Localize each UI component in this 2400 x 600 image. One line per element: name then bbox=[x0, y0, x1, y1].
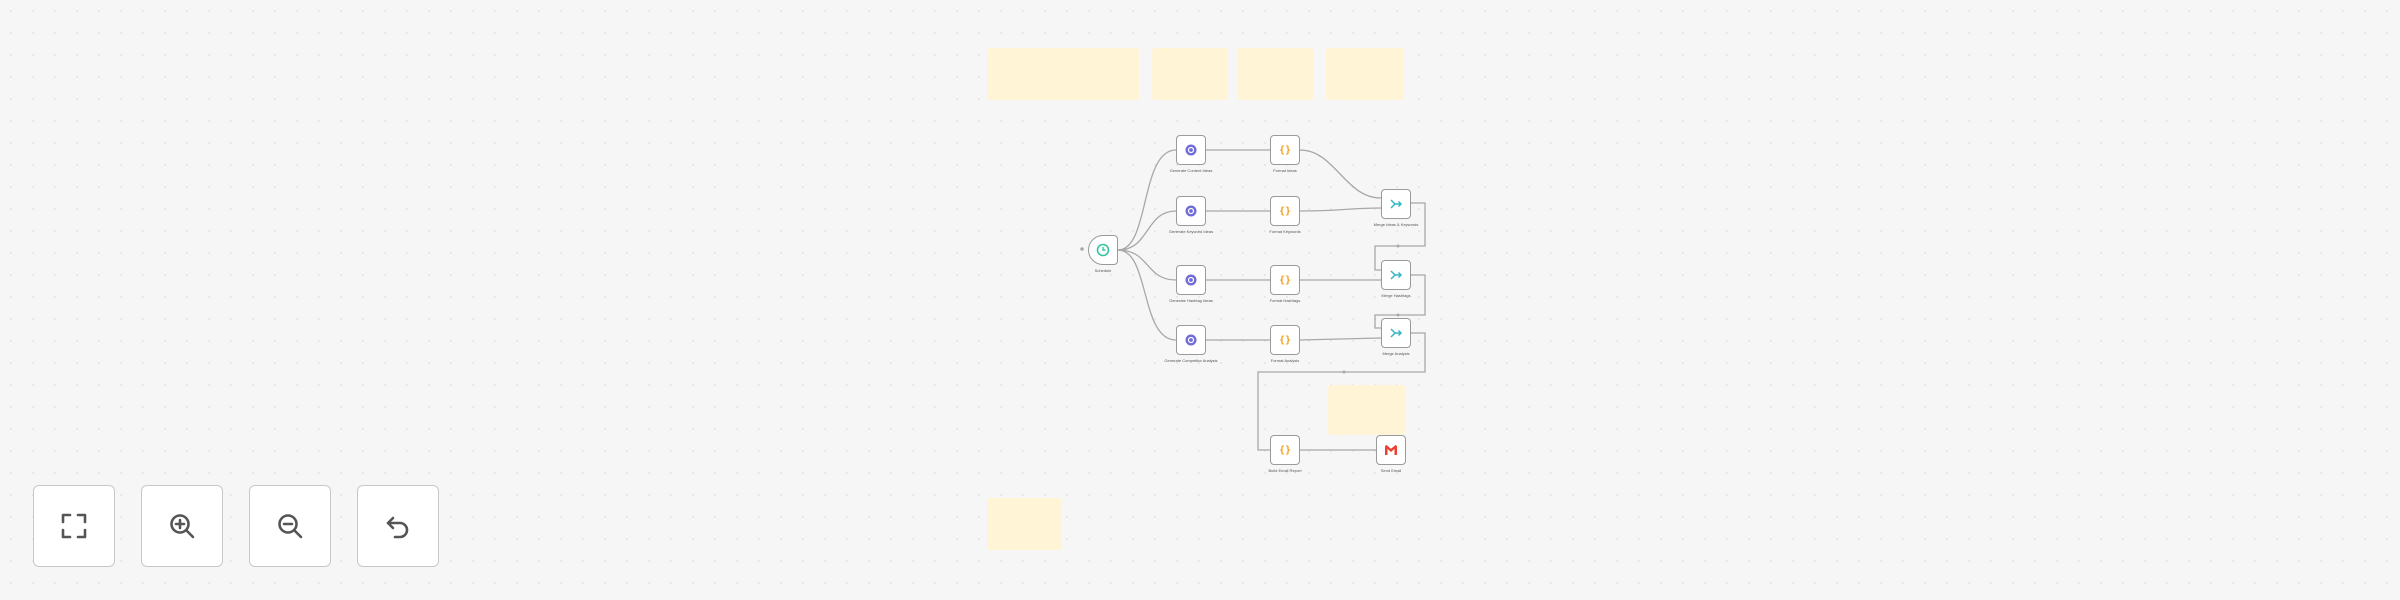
merge-icon bbox=[1390, 328, 1403, 338]
node-label: Merge Ideas & Keywords bbox=[1373, 222, 1419, 227]
merge-icon bbox=[1390, 270, 1403, 280]
sticky-note[interactable] bbox=[1328, 385, 1405, 435]
node-label: Build Email Report bbox=[1268, 468, 1302, 473]
node-merge-ideas-keywords[interactable] bbox=[1381, 189, 1411, 219]
connection bbox=[1117, 249, 1177, 341]
sticky-note[interactable] bbox=[987, 498, 1062, 550]
code-icon: {} bbox=[1278, 334, 1292, 346]
sticky-note[interactable] bbox=[1152, 48, 1228, 100]
node-send-email-gmail[interactable] bbox=[1376, 435, 1406, 465]
node-merge-hashtags[interactable] bbox=[1381, 260, 1411, 290]
connection bbox=[1257, 332, 1426, 451]
zoom-out-button[interactable] bbox=[249, 485, 331, 567]
node-format-ideas[interactable]: {} bbox=[1270, 135, 1300, 165]
connection bbox=[1117, 149, 1177, 251]
node-format-keywords[interactable]: {} bbox=[1270, 196, 1300, 226]
node-label: Send Email bbox=[1380, 468, 1402, 473]
node-label: Format Hashtags bbox=[1269, 298, 1301, 303]
connection bbox=[1374, 202, 1426, 271]
node-label: Generate Keyword Ideas bbox=[1168, 229, 1214, 234]
fit-view-button[interactable] bbox=[33, 485, 115, 567]
node-label: Merge Analysis bbox=[1382, 351, 1410, 356]
code-icon: {} bbox=[1278, 144, 1292, 156]
clock-icon bbox=[1096, 243, 1110, 257]
code-icon: {} bbox=[1278, 444, 1292, 456]
zoom-in-button[interactable] bbox=[141, 485, 223, 567]
node-label: Generate Content Ideas bbox=[1169, 168, 1213, 173]
node-format-hashtags[interactable]: {} bbox=[1270, 265, 1300, 295]
connection bbox=[1117, 249, 1177, 281]
node-label: Generate Hashtag Ideas bbox=[1169, 298, 1213, 303]
node-schedule-trigger[interactable] bbox=[1088, 235, 1118, 265]
ai-model-icon bbox=[1185, 334, 1197, 346]
ai-model-icon bbox=[1185, 205, 1197, 217]
zoom-out-icon bbox=[278, 514, 303, 539]
node-label: Merge Hashtags bbox=[1381, 293, 1411, 298]
node-generate-content-ideas[interactable] bbox=[1176, 135, 1206, 165]
node-merge-analysis[interactable] bbox=[1381, 318, 1411, 348]
connection bbox=[1299, 207, 1382, 212]
node-label: Format Keywords bbox=[1269, 229, 1301, 234]
node-label: Format Analysis bbox=[1270, 358, 1300, 363]
fit-view-icon bbox=[61, 513, 87, 539]
merge-icon bbox=[1390, 199, 1403, 209]
zoom-in-icon bbox=[170, 514, 195, 539]
ai-model-icon bbox=[1185, 144, 1197, 156]
node-build-email-report[interactable]: {} bbox=[1270, 435, 1300, 465]
code-icon: {} bbox=[1278, 205, 1292, 217]
code-icon: {} bbox=[1278, 274, 1292, 286]
node-format-analysis[interactable]: {} bbox=[1270, 325, 1300, 355]
connection bbox=[1374, 274, 1426, 329]
sticky-note[interactable] bbox=[987, 48, 1139, 100]
ai-model-icon bbox=[1185, 274, 1197, 286]
connection bbox=[1299, 337, 1382, 341]
undo-icon bbox=[386, 516, 409, 539]
node-generate-hashtag-ideas[interactable] bbox=[1176, 265, 1206, 295]
node-label: Format Ideas bbox=[1273, 168, 1297, 173]
node-generate-competitor-analysis[interactable] bbox=[1176, 325, 1206, 355]
undo-button[interactable] bbox=[357, 485, 439, 567]
gmail-icon bbox=[1384, 445, 1398, 455]
node-generate-keyword-ideas[interactable] bbox=[1176, 196, 1206, 226]
node-label: Generate Competitor Analysis bbox=[1164, 358, 1218, 363]
connection bbox=[1299, 149, 1382, 199]
sticky-note[interactable] bbox=[1326, 48, 1404, 100]
node-label: Schedule bbox=[1094, 268, 1112, 273]
connection bbox=[1117, 210, 1177, 251]
sticky-note[interactable] bbox=[1237, 48, 1314, 100]
